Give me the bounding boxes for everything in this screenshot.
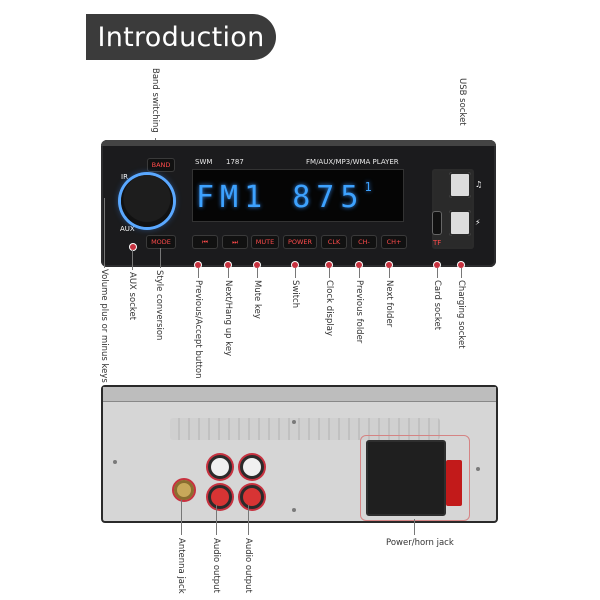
line-power-horn [414, 519, 415, 535]
power-connector-frame [360, 435, 470, 521]
usb-socket[interactable] [449, 172, 471, 198]
label-audio-output-right: Audio output [243, 538, 253, 593]
dot-next [225, 262, 231, 268]
label-charging-socket: Charging socket [456, 280, 466, 349]
line-style [160, 248, 161, 268]
label-aux-socket: AUX socket [127, 272, 137, 321]
label-card-socket: Card socket [432, 280, 442, 331]
label-band-switching: Band switching [150, 68, 160, 133]
mute-button[interactable]: MUTE [251, 235, 279, 249]
line-chp [389, 268, 390, 278]
dot-clk [326, 262, 332, 268]
line-next [228, 268, 229, 278]
label-next-hangup: Next/Hang up key [223, 280, 233, 357]
badge-ir: IR [121, 173, 128, 181]
dot-mute [254, 262, 260, 268]
line-charge [461, 268, 462, 278]
line-volume [104, 198, 105, 268]
model-text: 1787 [226, 158, 244, 166]
label-antenna-jack: Antenna jack [176, 538, 186, 594]
line-aux [132, 250, 133, 270]
dot-chm [356, 262, 362, 268]
dot-charge [458, 262, 464, 268]
label-audio-output-left: Audio output [211, 538, 221, 593]
rear-top-strip [103, 387, 496, 402]
band-button[interactable]: BAND [147, 158, 175, 172]
line-power [295, 268, 296, 278]
dot-power [292, 262, 298, 268]
lcd-display [192, 169, 404, 222]
audio-output-red-right[interactable] [240, 485, 264, 509]
label-style-conversion: Style conversion [154, 270, 164, 341]
label-switch: Switch [290, 280, 300, 309]
dot-card [434, 262, 440, 268]
ch-plus-button[interactable]: CH+ [381, 235, 407, 249]
line-card [437, 268, 438, 278]
usb-icon: ♫ [475, 180, 483, 189]
prev-button[interactable]: ⏮ [192, 235, 218, 249]
banner-title: Introduction [86, 14, 276, 60]
next-button[interactable]: ⏭ [222, 235, 248, 249]
brand-text: SWM [195, 158, 213, 166]
line-audio-left [216, 505, 217, 535]
antenna-jack[interactable] [172, 478, 196, 502]
label-clock-display: Clock display [324, 280, 334, 336]
label-previous-folder: Previous folder [354, 280, 364, 344]
mode-button[interactable]: MODE [146, 235, 176, 249]
label-prev-accept: Previous/Accept button [193, 280, 203, 379]
panel-top-strip [101, 140, 496, 146]
line-chm [359, 268, 360, 278]
dot-aux [130, 244, 136, 250]
line-audio-right [248, 505, 249, 535]
rear-screw-left [113, 460, 117, 464]
clk-button[interactable]: CLK [321, 235, 347, 249]
rear-grille [170, 418, 440, 440]
line-prev [198, 268, 199, 278]
card-slot[interactable] [432, 211, 442, 235]
label-volume-keys: Volume plus or minus keys [99, 269, 109, 383]
dot-chp [386, 262, 392, 268]
line-mute [257, 268, 258, 278]
power-button[interactable]: POWER [283, 235, 317, 249]
charging-socket[interactable] [449, 210, 471, 236]
audio-output-white-left[interactable] [208, 455, 232, 479]
volume-knob[interactable] [121, 175, 173, 227]
audio-output-white-right[interactable] [240, 455, 264, 479]
label-mute-key: Mute key [252, 280, 262, 319]
power-horn-plug [446, 460, 462, 506]
label-power-horn: Power/horn jack [386, 538, 454, 548]
line-clk [329, 268, 330, 278]
power-horn-connector[interactable] [366, 440, 446, 516]
title-text: Introduction [97, 21, 265, 53]
audio-output-red-left[interactable] [208, 485, 232, 509]
line-antenna [181, 500, 182, 535]
tf-label: TF [433, 239, 442, 247]
rear-screw-top [292, 420, 296, 424]
lcd-text: FM1 8751 [196, 180, 378, 215]
label-next-folder: Next folder [384, 280, 394, 328]
rear-screw-right [476, 467, 480, 471]
rear-screw-bottom [292, 508, 296, 512]
player-text: FM/AUX/MP3/WMA PLAYER [306, 158, 399, 166]
badge-aux: AUX [120, 225, 135, 233]
label-usb-socket: USB socket [457, 78, 467, 126]
charge-icon: ⚡ [475, 218, 481, 227]
ch-minus-button[interactable]: CH- [351, 235, 377, 249]
dot-prev [195, 262, 201, 268]
